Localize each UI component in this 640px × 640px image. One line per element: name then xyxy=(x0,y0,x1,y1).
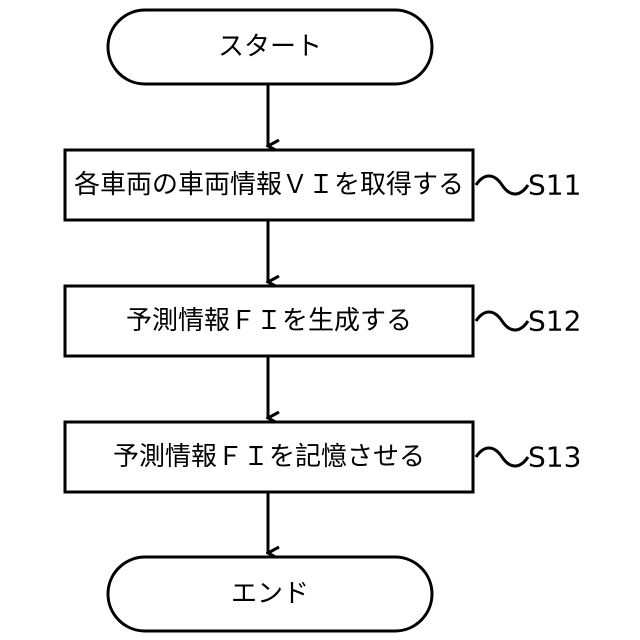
process-box-s13: 予測情報ＦＩを記憶させる xyxy=(65,422,473,492)
start-terminator: スタート xyxy=(108,10,432,84)
tilde-connector-s12 xyxy=(476,312,528,330)
process-label-s12: 予測情報ＦＩを生成する xyxy=(126,306,412,336)
step-id-s13: S13 xyxy=(528,441,581,474)
step-id-s12: S12 xyxy=(528,305,581,338)
process-label-s13: 予測情報ＦＩを記憶させる xyxy=(113,442,425,472)
process-box-s11: 各車両の車両情報ＶＩを取得する xyxy=(65,150,473,220)
process-label-s11: 各車両の車両情報ＶＩを取得する xyxy=(74,170,464,200)
tilde-connector-s11 xyxy=(476,176,528,194)
process-box-s12: 予測情報ＦＩを生成する xyxy=(65,286,473,356)
start-label: スタート xyxy=(218,32,322,62)
end-terminator: エンド xyxy=(108,557,432,631)
end-label: エンド xyxy=(231,579,309,609)
step-id-s11: S11 xyxy=(528,169,581,202)
tilde-connector-s13 xyxy=(476,448,528,466)
